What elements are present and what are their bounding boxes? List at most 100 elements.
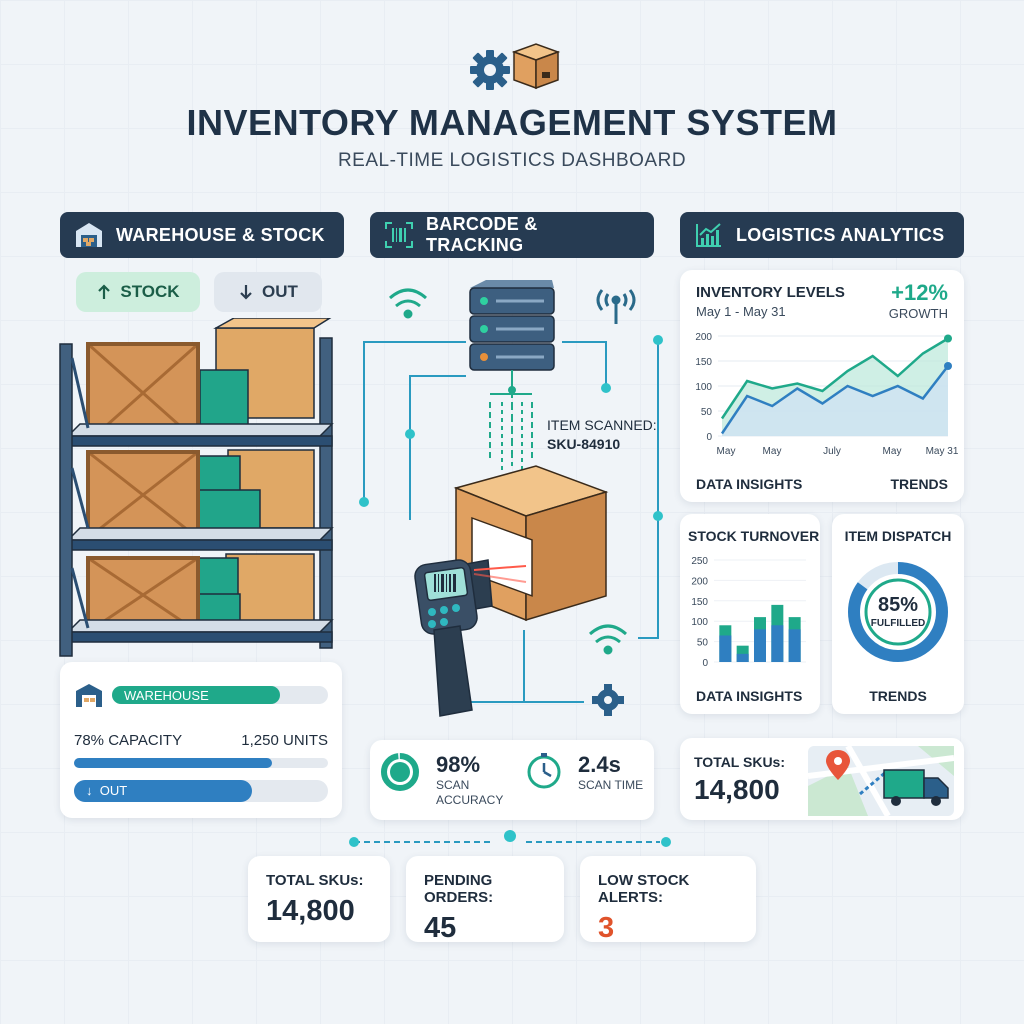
growth-value: +12% [891, 280, 948, 305]
stock-turnover-title: STOCK TURNOVER [688, 528, 820, 544]
warehouse-bar-track: WAREHOUSE [112, 686, 328, 704]
out-bar-label: OUT [99, 783, 128, 798]
stock-in-label: STOCK [120, 282, 180, 301]
y-tick-label: 150 [695, 357, 712, 368]
y-tick-label: 100 [691, 617, 708, 628]
scan-time-label: SCAN TIME [578, 778, 644, 792]
kpi-value: 14,800 [266, 895, 355, 927]
section-title-barcode: BARCODE & TRACKING [426, 214, 538, 255]
scan-accuracy-donut [381, 753, 419, 791]
total-skus-map-label: TOTAL SKUs: [694, 754, 786, 770]
gear-icon [470, 50, 510, 90]
bar-segment [736, 653, 749, 662]
kpi-card-pending-orders: PENDING ORDERS: 45 [406, 856, 564, 944]
bar-segment [788, 629, 801, 662]
kpi-connector [349, 830, 671, 847]
x-tick-label: May [763, 446, 782, 457]
series-area [722, 366, 948, 436]
series-end-point [944, 334, 952, 343]
warehouse-bar-fill [112, 686, 281, 704]
section-header-barcode: BARCODE & TRACKING [370, 212, 654, 258]
x-tick-label: May [883, 446, 902, 457]
y-tick-label: 100 [695, 382, 712, 393]
analytics-chart-icon [696, 223, 721, 247]
inventory-levels-title: INVENTORY LEVELS [696, 284, 845, 301]
capacity-bar-fill [74, 758, 273, 768]
bar-segment [719, 635, 732, 662]
barcode-scanner-icon [414, 559, 527, 717]
arrow-up-icon [98, 284, 111, 299]
bar-segment [754, 629, 766, 662]
out-bar-fill [74, 780, 252, 802]
total-skus-map-card: TOTAL SKUs: 14,800 [680, 738, 964, 820]
dispatch-label: FULFILLED [870, 618, 926, 629]
capacity-bar-track [74, 758, 328, 768]
y-tick-label: 50 [701, 407, 713, 418]
kpi-label: TOTAL SKUs: [266, 872, 364, 889]
dispatch-donut [848, 562, 948, 662]
warehouse-capacity-card: WAREHOUSE 78% CAPACITY 1,250 UNITS ↓ OUT [60, 662, 342, 818]
inventory-footer-right: TRENDS [890, 476, 948, 492]
delivery-truck-icon [883, 769, 949, 806]
y-tick-label: 200 [691, 576, 708, 587]
stock-out-button[interactable]: OUT [214, 272, 322, 312]
delivery-map-illustration [808, 746, 954, 816]
section-title-warehouse: WAREHOUSE & STOCK [116, 224, 325, 245]
growth-label: GROWTH [888, 306, 948, 321]
item-scanned-label: ITEM SCANNED: [547, 417, 657, 433]
stock-out-label: OUT [262, 282, 298, 301]
dispatch-footer: TRENDS [869, 688, 927, 704]
kpi-label: LOW STOCK ALERTS: [598, 872, 690, 906]
series-end-point [944, 362, 952, 370]
warehouse-shelf-illustration [59, 318, 334, 657]
stock-turnover-footer: DATA INSIGHTS [696, 688, 803, 704]
x-tick-label: May [717, 446, 736, 457]
series-line [720, 365, 949, 435]
section-title-analytics: LOGISTICS ANALYTICS [736, 224, 945, 245]
kpi-card-low-stock-alerts: LOW STOCK ALERTS: 3 [580, 856, 756, 944]
dispatch-value: 85% [877, 594, 919, 616]
server-icon [469, 280, 555, 371]
inventory-levels-range: May 1 - May 31 [696, 304, 786, 319]
location-pin-icon [826, 750, 850, 780]
barcode-tracking-illustration [359, 280, 663, 717]
arrow-down-icon [240, 285, 252, 300]
item-dispatch-title: ITEM DISPATCH [844, 528, 952, 544]
y-tick-label: 250 [691, 556, 708, 567]
bar-segment [771, 625, 784, 662]
kpi-card-total-skus: TOTAL SKUs: 14,800 [248, 856, 390, 942]
page-subtitle: REAL-TIME LOGISTICS DASHBOARD [337, 150, 687, 171]
capacity-label: 78% CAPACITY [74, 732, 183, 749]
item-scanned-sku: SKU-84910 [547, 436, 621, 452]
out-bar-text: ↓ OUT [86, 783, 127, 798]
barcode-icon [385, 222, 413, 248]
item-dispatch-card: ITEM DISPATCH 85% FULFILLED TRENDS [832, 514, 964, 714]
scan-metrics-card: 98% SCAN ACCURACY 2.4s SCAN TIME [370, 740, 654, 820]
scan-accuracy-value: 98% [436, 752, 481, 777]
out-bar-track: ↓ OUT [74, 780, 328, 802]
package-icon [511, 43, 561, 90]
section-header-warehouse: WAREHOUSE & STOCK [60, 212, 344, 258]
x-tick-label: July [823, 446, 841, 457]
units-label: 1,250 UNITS [241, 732, 328, 749]
inventory-levels-card: INVENTORY LEVELS May 1 - May 31 +12% GRO… [680, 270, 964, 502]
total-skus-map-value: 14,800 [694, 774, 780, 805]
wifi-icon [389, 288, 427, 319]
data-stream [489, 370, 533, 470]
warehouse-icon [76, 684, 102, 707]
wifi-icon [589, 624, 627, 655]
stock-in-button[interactable]: STOCK [76, 272, 200, 312]
item-scanned-info: ITEM SCANNED: SKU-84910 [547, 416, 657, 454]
y-tick-label: 150 [691, 597, 708, 608]
x-tick-label: May 31 [926, 446, 959, 457]
stopwatch-icon [527, 753, 561, 789]
inventory-footer-left: DATA INSIGHTS [696, 476, 803, 492]
scan-time-value: 2.4s [578, 752, 621, 777]
y-tick-label: 200 [695, 332, 712, 343]
kpi-value: 45 [424, 912, 457, 944]
y-tick-label: 0 [702, 658, 708, 669]
warehouse-icon [76, 223, 102, 247]
